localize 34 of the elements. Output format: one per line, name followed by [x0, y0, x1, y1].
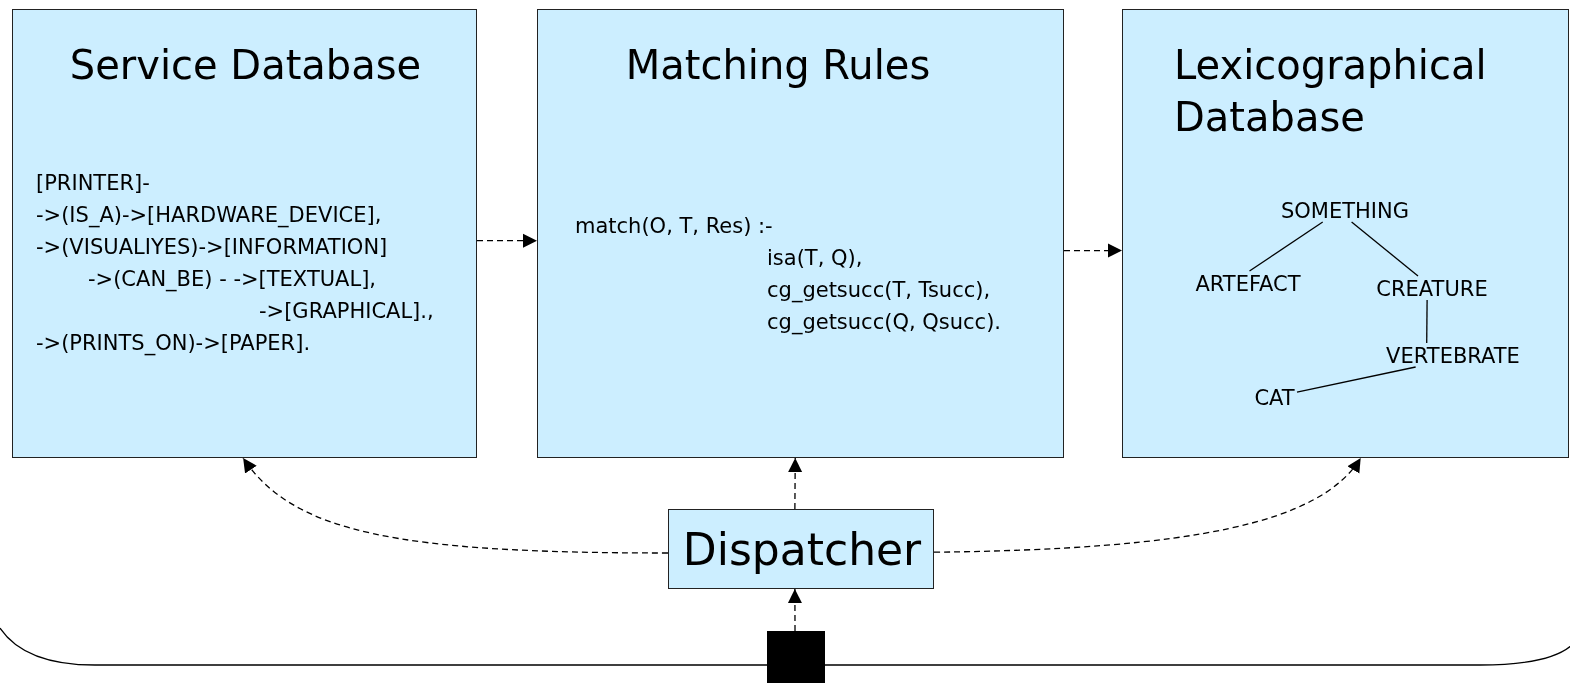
tree-term: CREATURE [1367, 277, 1497, 301]
panel-heading: Lexicographical Database [1174, 41, 1488, 142]
tree-line [1426, 299, 1428, 344]
dashed-arrow [788, 457, 803, 510]
tree-line [1350, 221, 1419, 277]
dashed-arrow [476, 233, 538, 248]
code-line: match(O, T, Res) :- [575, 214, 773, 240]
code-line: ->(VISUALIYES)->[INFORMATION] [36, 235, 388, 261]
dispatcher-box [668, 509, 934, 589]
panel-heading: Dispatcher [681, 523, 923, 577]
code-line: cg_getsucc(T, Tsucc), [767, 278, 991, 304]
panel-heading: Service Database [68, 41, 423, 90]
tree-term: VERTEBRATE [1374, 344, 1532, 368]
input-block [767, 631, 825, 683]
code-line: ->(CAN_BE) - ->[TEXTUAL], [88, 267, 376, 293]
code-line: cg_getsucc(Q, Qsucc). [767, 310, 1001, 336]
code-line: ->[GRAPHICAL]., [259, 299, 434, 325]
dashed-arrow [242, 457, 669, 554]
dashed-arrow [933, 457, 1362, 553]
tree-term: ARTEFACT [1185, 272, 1311, 296]
matching-rules-panel [537, 9, 1064, 458]
code-line: ->(PRINTS_ON)->[PAPER]. [36, 331, 311, 357]
tree-term: CAT [1251, 386, 1298, 410]
lexicographical-database-panel [1122, 9, 1569, 458]
dashed-arrow [1063, 243, 1123, 258]
code-line: [PRINTER]- [36, 171, 150, 197]
tree-line [1296, 366, 1417, 393]
tree-line [1248, 221, 1324, 272]
panel-heading: Matching Rules [624, 41, 932, 90]
code-line: ->(IS_A)->[HARDWARE_DEVICE], [36, 203, 382, 229]
tree-term: SOMETHING [1269, 199, 1421, 223]
service-database-panel [12, 9, 477, 458]
code-line: isa(T, Q), [767, 246, 863, 272]
dashed-arrow [787, 588, 802, 632]
